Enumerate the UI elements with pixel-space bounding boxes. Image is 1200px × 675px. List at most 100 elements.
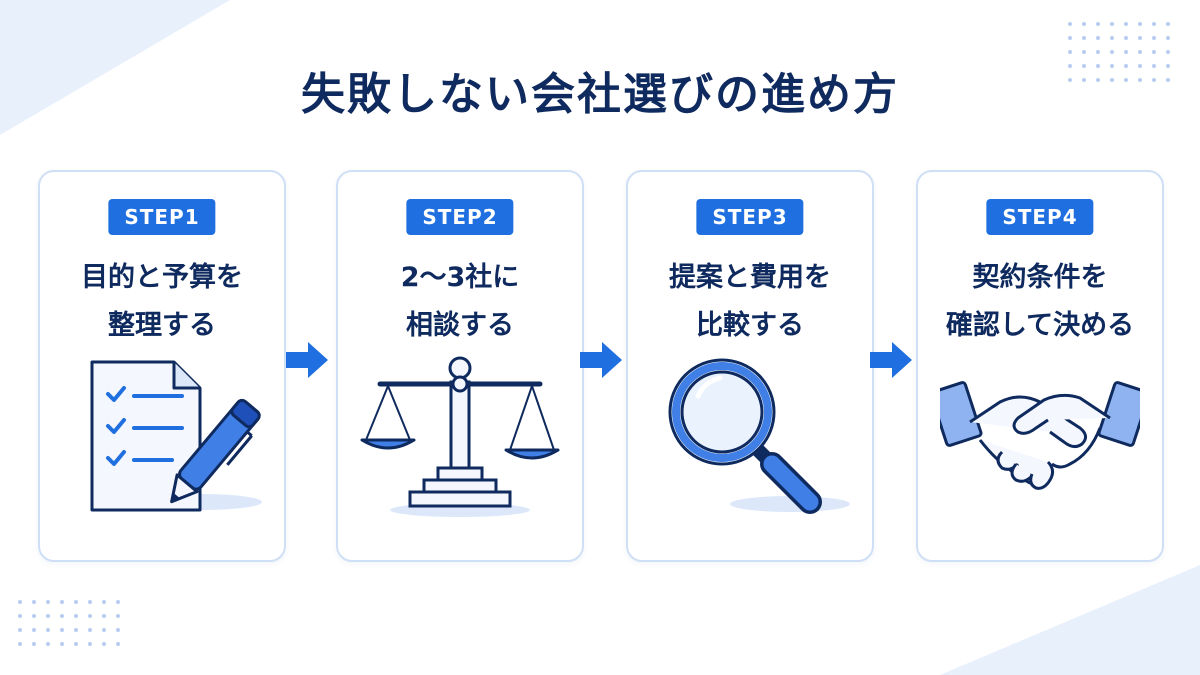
decor-dot xyxy=(1096,50,1100,54)
decor-dot xyxy=(1096,64,1100,68)
decor-dot xyxy=(1124,64,1128,68)
decor-dot xyxy=(1110,22,1114,26)
dot-grid-top-right xyxy=(1068,22,1170,82)
step-label-line1: 目的と予算を xyxy=(81,262,243,293)
decor-dot xyxy=(1082,64,1086,68)
decor-dot xyxy=(88,628,92,632)
decor-dot xyxy=(46,600,50,604)
decor-dot xyxy=(1152,22,1156,26)
step-card-2: STEP2 2〜3社に 相談する xyxy=(336,170,584,562)
step-label: 2〜3社に 相談する xyxy=(338,254,582,350)
step-label: 提案と費用を 比較する xyxy=(628,254,872,350)
decor-dot xyxy=(1152,36,1156,40)
step-label: 目的と予算を 整理する xyxy=(40,254,284,350)
decor-dot xyxy=(1096,22,1100,26)
decor-dot xyxy=(18,628,22,632)
decor-dot xyxy=(1124,78,1128,82)
decor-dot xyxy=(1082,36,1086,40)
step-badge: STEP1 xyxy=(108,199,216,235)
step-badge: STEP4 xyxy=(986,199,1094,235)
decor-dot xyxy=(1110,36,1114,40)
decor-dot xyxy=(46,642,50,646)
decor-dot xyxy=(32,600,36,604)
decor-dot xyxy=(1152,78,1156,82)
dot-grid-bottom-left xyxy=(18,600,120,646)
decor-dot xyxy=(60,614,64,618)
decor-dot xyxy=(1068,64,1072,68)
decor-dot xyxy=(116,628,120,632)
decor-dot xyxy=(46,628,50,632)
step-card-4: STEP4 契約条件を 確認して決める xyxy=(916,170,1164,562)
decor-dot xyxy=(1166,50,1170,54)
step-card-1: STEP1 目的と予算を 整理する xyxy=(38,170,286,562)
decor-dot xyxy=(18,614,22,618)
decor-dot xyxy=(102,600,106,604)
decor-dot xyxy=(1138,64,1142,68)
decor-dot xyxy=(116,614,120,618)
decor-dot xyxy=(1138,50,1142,54)
decor-dot xyxy=(32,642,36,646)
decor-dot xyxy=(74,614,78,618)
decor-dot xyxy=(1152,50,1156,54)
page-title: 失敗しない会社選びの進め方 xyxy=(301,69,899,120)
decor-dot xyxy=(1082,22,1086,26)
magnifying-glass-icon xyxy=(668,358,850,514)
step-label: 契約条件を 確認して決める xyxy=(918,254,1162,350)
decor-dot xyxy=(102,614,106,618)
step-badge: STEP2 xyxy=(406,199,514,235)
decor-dot xyxy=(116,600,120,604)
decor-dot xyxy=(74,600,78,604)
decor-dot xyxy=(1096,36,1100,40)
decor-dot xyxy=(1124,50,1128,54)
decor-dot xyxy=(46,614,50,618)
decor-dot xyxy=(88,642,92,646)
decor-dot xyxy=(74,628,78,632)
step-label-line1: 提案と費用を xyxy=(669,262,831,293)
step-label-line2: 整理する xyxy=(108,310,216,341)
decor-dot xyxy=(116,642,120,646)
arrow-right-icon xyxy=(870,342,912,378)
decor-dot xyxy=(18,642,22,646)
step-label-line2: 比較する xyxy=(696,310,804,341)
step-badge: STEP3 xyxy=(696,199,804,235)
decor-dot xyxy=(1110,78,1114,82)
decor-dot xyxy=(88,600,92,604)
decor-dot xyxy=(1166,78,1170,82)
step-label-line1: 2〜3社に xyxy=(400,262,520,293)
arrow-right-icon xyxy=(580,342,622,378)
decor-dot xyxy=(1082,78,1086,82)
decor-dot xyxy=(1138,36,1142,40)
decor-dot xyxy=(1166,64,1170,68)
decor-dot xyxy=(88,614,92,618)
handshake-icon xyxy=(940,381,1140,490)
checklist-pen-icon xyxy=(90,360,262,512)
decor-dot xyxy=(60,628,64,632)
decor-dot xyxy=(1110,64,1114,68)
decor-dot xyxy=(1124,36,1128,40)
decor-dot xyxy=(1152,64,1156,68)
decor-dot xyxy=(1138,78,1142,82)
arrow-right-icon xyxy=(286,342,328,378)
decor-dot xyxy=(1068,22,1072,26)
decor-dot xyxy=(102,642,106,646)
decor-dot xyxy=(1068,78,1072,82)
step-label-line2: 確認して決める xyxy=(945,310,1135,341)
decor-dot xyxy=(32,628,36,632)
balance-scale-icon xyxy=(360,356,560,517)
decor-dot xyxy=(1110,50,1114,54)
decor-dot xyxy=(1166,22,1170,26)
step-card-3: STEP3 提案と費用を 比較する xyxy=(626,170,874,562)
decor-dot xyxy=(32,614,36,618)
decor-dot xyxy=(1124,22,1128,26)
decor-dot xyxy=(1082,50,1086,54)
bg-corner-triangle-bottom-right xyxy=(940,565,1200,675)
decor-dot xyxy=(60,600,64,604)
decor-dot xyxy=(74,642,78,646)
decor-dot xyxy=(1068,50,1072,54)
decor-dot xyxy=(18,600,22,604)
decor-dot xyxy=(1096,78,1100,82)
step-label-line1: 契約条件を xyxy=(972,262,1108,293)
decor-dot xyxy=(102,628,106,632)
decor-dot xyxy=(1068,36,1072,40)
decor-dot xyxy=(1166,36,1170,40)
